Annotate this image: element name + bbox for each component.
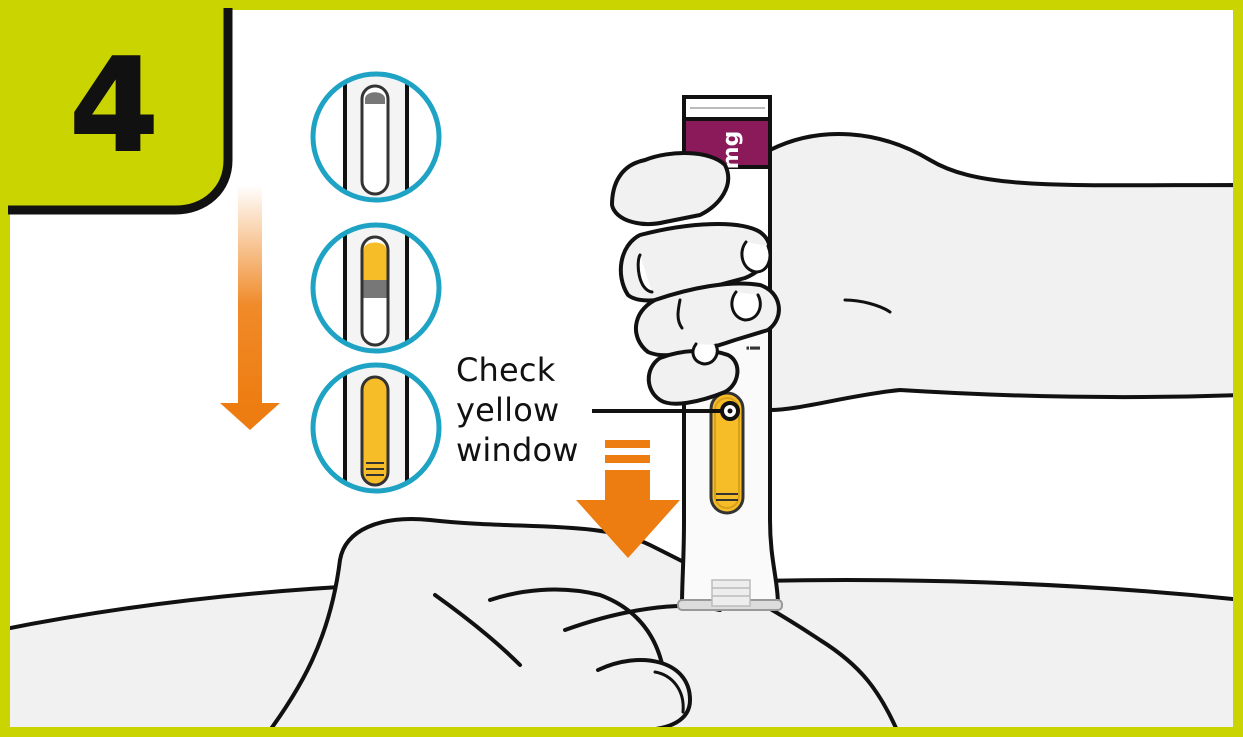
step-number: 4	[69, 32, 158, 181]
callout-line-2: yellow	[456, 391, 560, 429]
magnifier-ring-start	[310, 71, 442, 203]
pen-brand-label: i	[744, 345, 765, 351]
callout-text: Check yellow window	[456, 350, 606, 470]
window-detail-progress	[313, 225, 439, 351]
callout-line-1: Check	[456, 351, 556, 389]
progression-arrow	[220, 185, 280, 430]
magnifier-ring-complete	[310, 362, 442, 494]
window-detail-complete	[313, 365, 439, 491]
pinching-hand	[263, 517, 902, 737]
push-down-arrow	[576, 440, 680, 558]
callout-line-3: window	[456, 431, 579, 469]
gripping-hand	[610, 131, 1243, 412]
step-number-badge	[0, 0, 233, 215]
magnifier-ring-progress	[310, 222, 442, 354]
window-detail-start	[313, 74, 439, 200]
